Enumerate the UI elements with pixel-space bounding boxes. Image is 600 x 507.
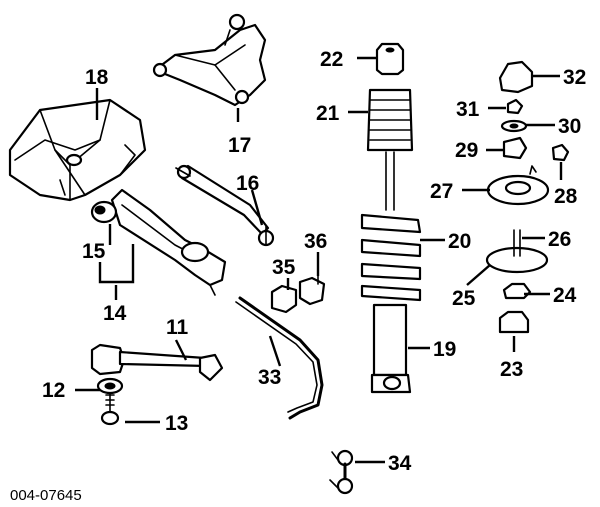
callout-22: 22 bbox=[320, 48, 343, 71]
callout-27: 27 bbox=[430, 180, 453, 203]
part-upper-mount-components bbox=[485, 60, 570, 334]
callout-11: 11 bbox=[166, 316, 189, 339]
callout-33: 33 bbox=[258, 366, 281, 389]
callout-24: 24 bbox=[553, 284, 577, 307]
part-lower-control-arm bbox=[90, 188, 227, 296]
part-stabilizer-link bbox=[329, 449, 354, 495]
callout-16: 16 bbox=[236, 172, 259, 195]
part-lateral-link bbox=[175, 164, 275, 247]
callout-15: 15 bbox=[82, 240, 106, 263]
callout-13: 13 bbox=[165, 412, 188, 435]
callout-21: 21 bbox=[316, 102, 340, 125]
callout-26: 26 bbox=[548, 228, 571, 251]
callout-labels: 18 17 16 15 14 11 12 13 33 35 36 34 22 2… bbox=[42, 48, 586, 475]
part-stabilizer-bar bbox=[235, 296, 324, 420]
callout-23: 23 bbox=[500, 358, 523, 381]
part-shock-absorber-assembly bbox=[360, 42, 422, 394]
part-toe-link bbox=[90, 343, 224, 426]
callout-20: 20 bbox=[448, 230, 471, 253]
callout-34: 34 bbox=[388, 452, 412, 475]
callout-12: 12 bbox=[42, 379, 65, 402]
callout-leaders bbox=[75, 56, 563, 464]
callout-31: 31 bbox=[456, 98, 480, 121]
callout-35: 35 bbox=[272, 256, 296, 279]
callout-32: 32 bbox=[563, 66, 586, 89]
part-stabilizer-bushing bbox=[270, 273, 326, 314]
callout-19: 19 bbox=[433, 338, 456, 361]
callout-18: 18 bbox=[85, 66, 109, 89]
callout-17: 17 bbox=[228, 134, 251, 157]
callout-14: 14 bbox=[103, 302, 127, 325]
callout-36: 36 bbox=[304, 230, 327, 253]
callout-25: 25 bbox=[452, 287, 476, 310]
callout-30: 30 bbox=[558, 115, 581, 138]
callout-29: 29 bbox=[455, 139, 478, 162]
part-crossmember bbox=[8, 98, 147, 202]
callout-28: 28 bbox=[554, 185, 578, 208]
reference-code: 004-07645 bbox=[10, 487, 82, 504]
part-upper-control-arm bbox=[152, 13, 267, 107]
